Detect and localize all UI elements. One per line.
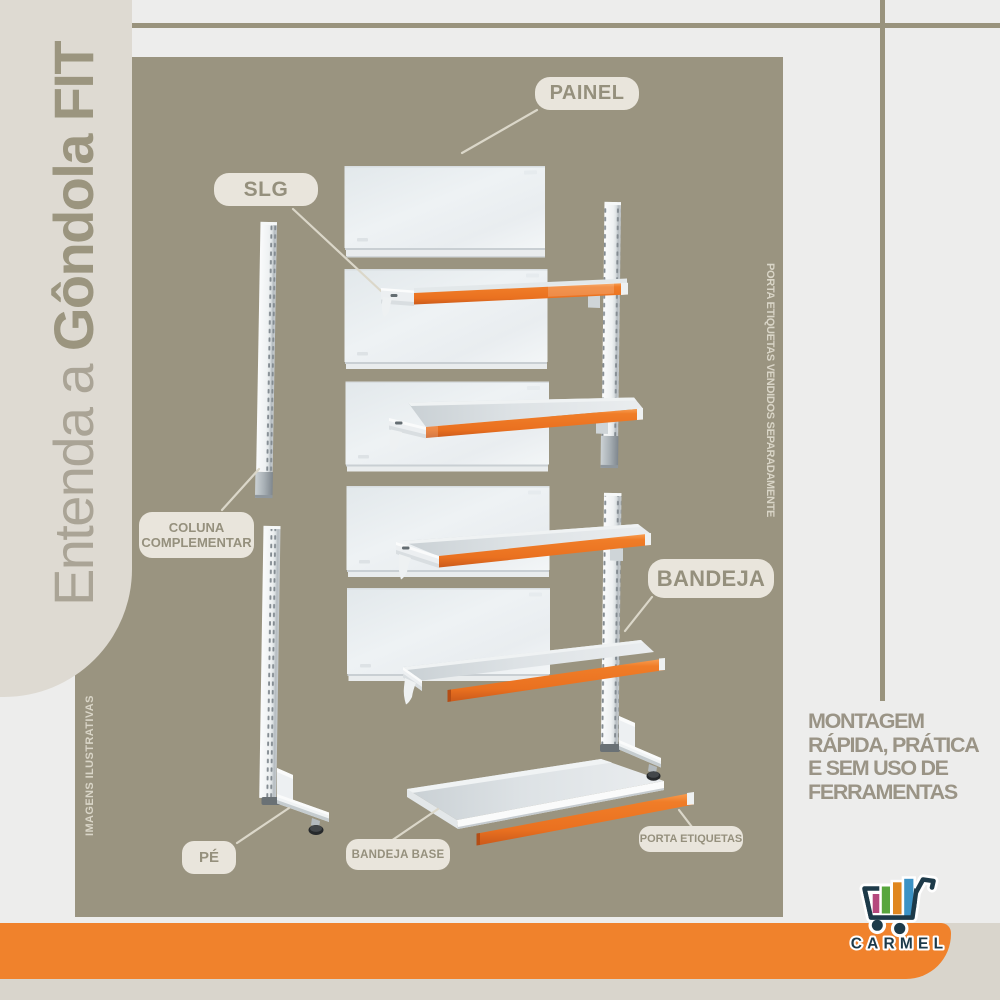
svg-text:CARMEL: CARMEL: [851, 936, 949, 953]
